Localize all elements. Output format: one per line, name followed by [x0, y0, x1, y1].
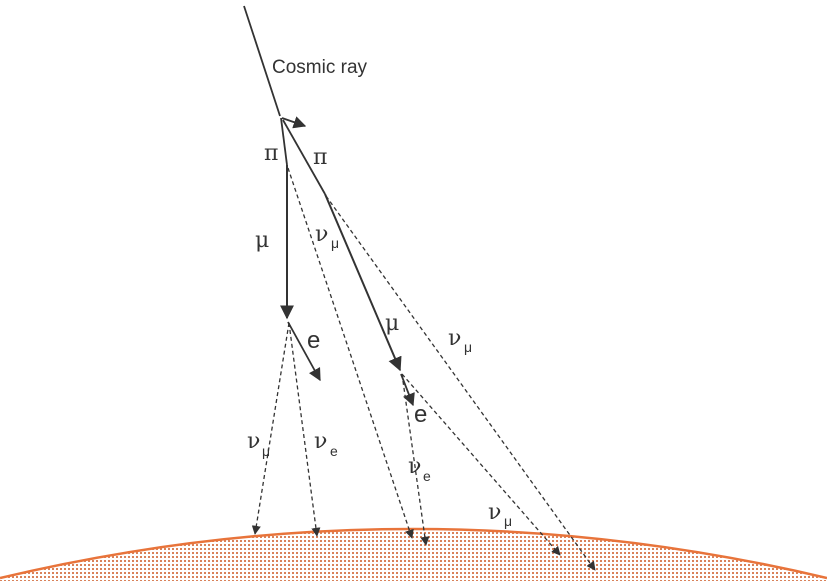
numu-label-lower-right: ν μ	[488, 500, 512, 529]
numu-from-right-pion	[325, 195, 596, 571]
nu-subscript-e: e	[330, 443, 338, 459]
muon-right-track	[324, 193, 402, 372]
cosmic-ray-label: Cosmic ray	[272, 57, 368, 78]
nu-subscript-mu: μ	[262, 443, 270, 459]
recoil-arrow	[281, 116, 307, 129]
pion-left-track	[280, 117, 288, 166]
nu-symbol: ν	[315, 222, 328, 247]
nu-subscript-mu: μ	[504, 513, 512, 529]
muon-left-label: μ	[255, 228, 269, 253]
nue-from-left-muon	[288, 322, 321, 537]
nu-subscript-mu: μ	[464, 339, 472, 355]
nu-symbol: ν	[488, 500, 501, 525]
pion-right-label: π	[313, 145, 327, 170]
earth-surface	[0, 529, 827, 581]
nue-label-lower-left: ν e	[314, 429, 338, 459]
nu-subscript-e: e	[423, 468, 431, 484]
electron-left-track	[287, 321, 321, 382]
electron-right-label: e	[414, 401, 427, 428]
numu-label-upper-left: ν μ	[315, 222, 339, 251]
nu-symbol: ν	[448, 326, 461, 351]
nue-from-right-muon	[401, 373, 430, 546]
numu-from-left-muon	[251, 322, 290, 535]
nu-symbol: ν	[247, 429, 260, 454]
muon-right-label: μ	[385, 311, 399, 336]
numu-from-right-muon	[401, 373, 561, 556]
cosmic-ray-track	[243, 5, 281, 117]
numu-label-lower-left: ν μ	[247, 429, 270, 459]
nu-symbol: ν	[408, 454, 421, 479]
nu-subscript-mu: μ	[331, 235, 339, 251]
numu-label-upper-right: ν μ	[448, 326, 472, 355]
nu-symbol: ν	[314, 429, 327, 454]
nue-label-lower-middle: ν e	[408, 454, 431, 484]
numu-from-left-pion	[287, 167, 414, 539]
electron-left-label: e	[307, 327, 320, 354]
pion-right-track	[282, 119, 326, 195]
pion-left-label: π	[264, 141, 278, 166]
electron-right-track	[400, 373, 415, 407]
